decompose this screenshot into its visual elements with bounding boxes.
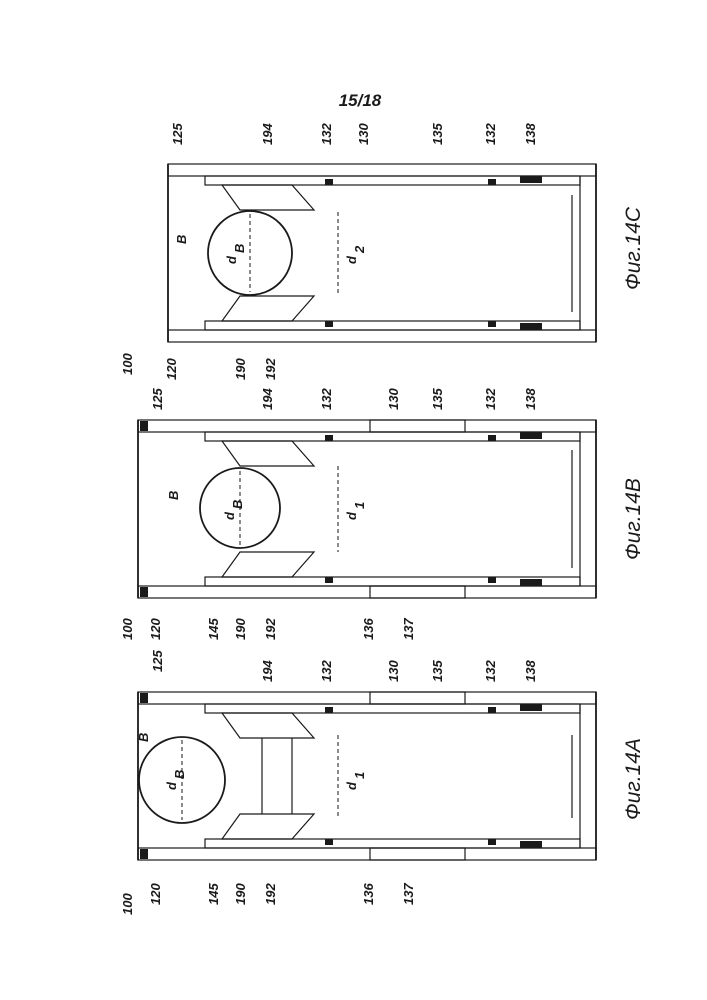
svg-text:d: d	[344, 781, 359, 790]
labels-14c: B d B d 2 Фиг.14С 125 194 132 130 135 13…	[120, 123, 645, 380]
svg-text:132: 132	[319, 388, 334, 410]
svg-text:136: 136	[361, 618, 376, 640]
svg-text:120: 120	[164, 358, 179, 380]
svg-text:B: B	[166, 491, 181, 500]
svg-text:136: 136	[361, 883, 376, 905]
svg-text:125: 125	[150, 650, 165, 672]
svg-text:192: 192	[263, 883, 278, 905]
figure-caption: Фиг.14С	[622, 206, 645, 290]
svg-text:120: 120	[148, 883, 163, 905]
svg-text:130: 130	[386, 660, 401, 682]
figure-caption: Фиг.14А	[622, 738, 645, 820]
svg-text:2: 2	[352, 245, 367, 254]
svg-text:132: 132	[483, 660, 498, 682]
svg-text:132: 132	[483, 388, 498, 410]
svg-text:145: 145	[206, 618, 221, 640]
sleeve	[205, 176, 580, 330]
svg-text:190: 190	[233, 883, 248, 905]
svg-text:190: 190	[233, 618, 248, 640]
svg-text:d: d	[164, 781, 179, 790]
svg-text:194: 194	[260, 660, 275, 682]
svg-text:125: 125	[150, 388, 165, 410]
svg-text:d: d	[224, 255, 239, 264]
svg-text:137: 137	[401, 618, 416, 640]
labels-14b: B d B d 1 Фиг.14В 125 194 132 130 135 13…	[120, 388, 645, 640]
page-number: 15/18	[339, 91, 382, 110]
figure-caption: Фиг.14В	[622, 478, 645, 560]
svg-text:1: 1	[352, 502, 367, 509]
svg-text:192: 192	[263, 358, 278, 380]
ball-seat	[222, 713, 314, 839]
svg-text:B: B	[136, 733, 151, 742]
svg-text:132: 132	[319, 660, 334, 682]
svg-text:B: B	[232, 244, 247, 253]
figure-14c: B d B d 2 Фиг.14С 125 194 132 130 135 13…	[120, 123, 645, 380]
outer-housing	[138, 692, 596, 860]
svg-text:138: 138	[523, 123, 538, 145]
svg-text:132: 132	[483, 123, 498, 145]
svg-text:190: 190	[233, 358, 248, 380]
svg-text:d: d	[344, 255, 359, 264]
sleeve	[205, 432, 580, 586]
svg-text:d: d	[222, 511, 237, 520]
svg-text:194: 194	[260, 388, 275, 410]
svg-text:130: 130	[356, 123, 371, 145]
svg-text:130: 130	[386, 388, 401, 410]
svg-text:138: 138	[523, 660, 538, 682]
figure-14a: B d B d 1 Фиг.14А 125 194 132 130 135 13…	[120, 650, 645, 915]
svg-text:B: B	[174, 235, 189, 244]
svg-text:132: 132	[319, 123, 334, 145]
svg-text:145: 145	[206, 883, 221, 905]
svg-text:192: 192	[263, 618, 278, 640]
svg-text:B: B	[230, 500, 245, 509]
figure-14b: B d B d 1 Фиг.14В 125 194 132 130 135 13…	[120, 388, 645, 640]
svg-text:120: 120	[148, 618, 163, 640]
svg-text:d: d	[344, 511, 359, 520]
svg-text:137: 137	[401, 883, 416, 905]
svg-text:135: 135	[430, 660, 445, 682]
svg-text:B: B	[172, 770, 187, 779]
seals	[140, 693, 542, 859]
svg-text:100: 100	[120, 618, 135, 640]
svg-text:100: 100	[120, 893, 135, 915]
outer-housing	[138, 420, 596, 598]
svg-text:135: 135	[430, 123, 445, 145]
svg-text:138: 138	[523, 388, 538, 410]
svg-text:1: 1	[352, 772, 367, 779]
svg-text:194: 194	[260, 123, 275, 145]
svg-text:100: 100	[120, 353, 135, 375]
labels-14a: B d B d 1 Фиг.14А 125 194 132 130 135 13…	[120, 650, 645, 915]
sleeve	[205, 704, 580, 848]
svg-text:125: 125	[170, 123, 185, 145]
svg-text:135: 135	[430, 388, 445, 410]
